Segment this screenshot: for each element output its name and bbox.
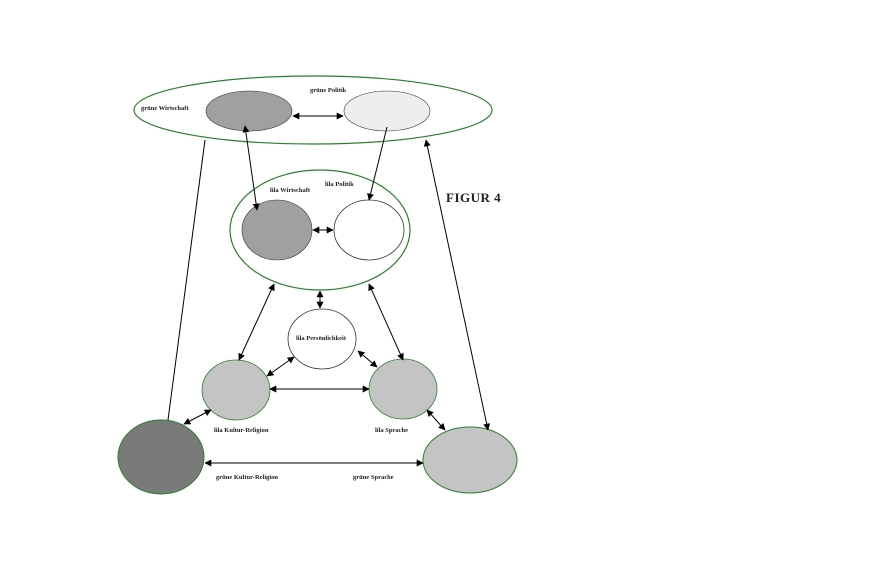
label-gruene-sprache: grüne Sprache	[353, 474, 394, 481]
arrow-lila-ellipse-sprache	[368, 283, 404, 361]
lila-politik-node	[333, 199, 405, 261]
label-lila-sprache: lila Sprache	[375, 427, 408, 434]
label-lila-wirtschaft: lila Wirtschaft	[270, 187, 311, 194]
gruene-kultur-religion-node	[117, 419, 205, 495]
arrow-lila-sprache-gruene-sprache	[426, 409, 446, 431]
lila-persoenlichkeit-node	[287, 308, 357, 370]
label-lila-kultur-religion: lila Kultur-Religion	[214, 427, 269, 434]
arrow-persoenlichkeit-sprache	[357, 350, 378, 368]
arrow-persoenlichkeit-kultur	[266, 356, 295, 377]
line-gruene-ellipse-kultur	[167, 139, 206, 421]
gruene-sprache-node	[422, 426, 518, 494]
figure-title: FIGUR 4	[446, 190, 501, 205]
gruene-wirtschaft-node	[205, 90, 293, 132]
arrow-lila-kultur-gruene-kultur	[183, 409, 212, 425]
arrow-gruene-ellipse-sprache	[423, 139, 491, 431]
label-gruene-kultur-religion: grüne Kultur-Religion	[216, 474, 278, 481]
label-gruene-wirtschaft: grüne Wirtschaft	[141, 105, 189, 112]
label-lila-persoenlichkeit: lila Persönlichkeit	[296, 335, 347, 342]
arrow-gw-lw	[242, 125, 260, 211]
arrow-gp-lp	[367, 126, 388, 201]
lila-kultur-religion-node	[201, 359, 271, 421]
label-gruene-politik: grüne Politik	[310, 87, 347, 94]
gruene-politik-node	[343, 90, 431, 132]
lila-sprache-node	[368, 358, 438, 420]
label-lila-politik: lila Politik	[325, 181, 354, 188]
arrow-lila-ellipse-kultur	[238, 283, 275, 361]
lila-wirtschaft-node	[241, 199, 313, 261]
